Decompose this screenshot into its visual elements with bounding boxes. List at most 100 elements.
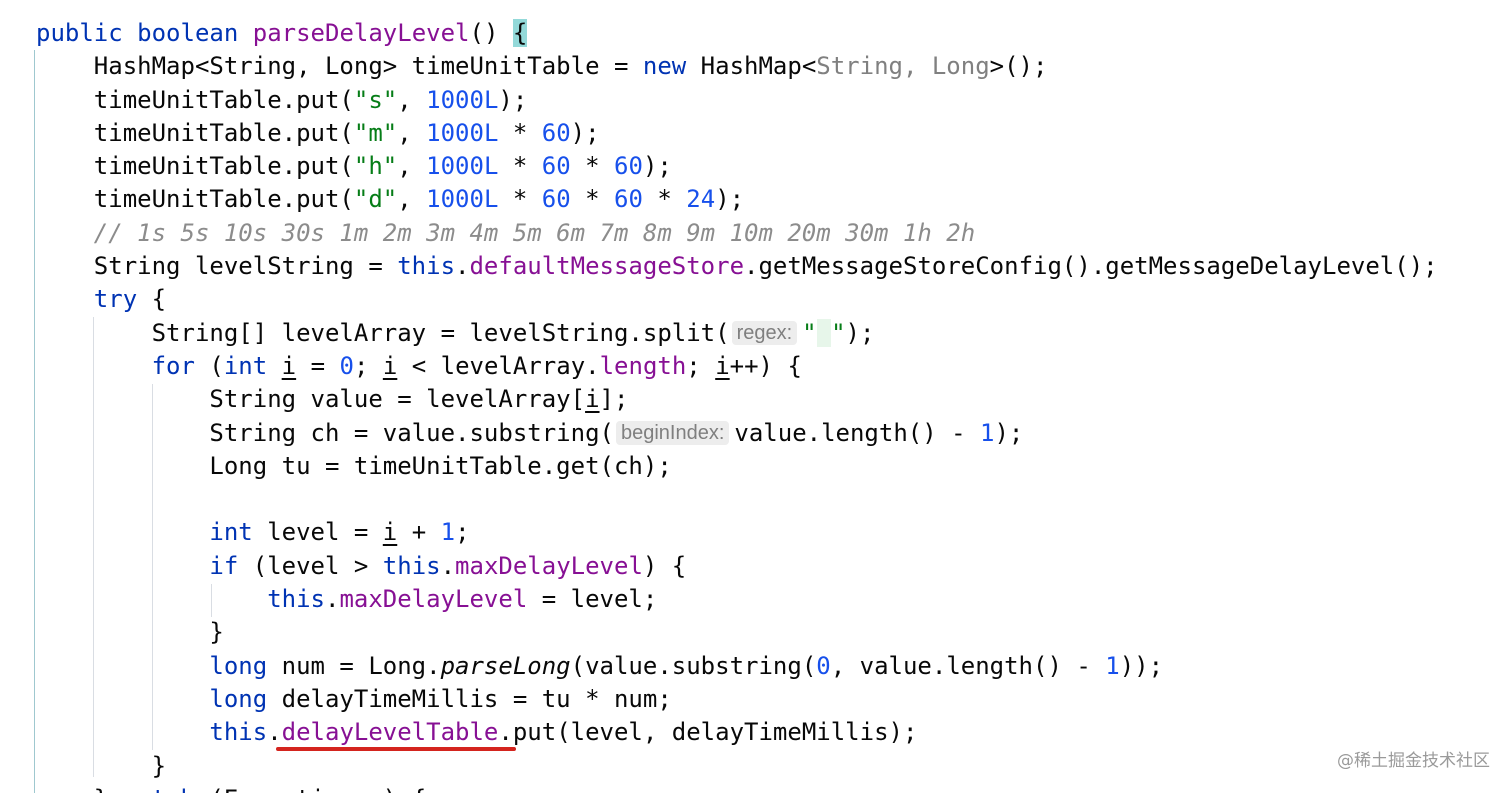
code-line[interactable]: timeUnitTable.put("m", 1000L * 60); <box>36 117 1438 150</box>
code-token: maxDelayLevel <box>339 585 528 614</box>
code-line[interactable]: Long tu = timeUnitTable.get(ch); <box>36 450 1438 483</box>
code-line[interactable]: long delayTimeMillis = tu * num; <box>36 683 1438 716</box>
code-token: this <box>382 551 441 580</box>
code-token: , <box>397 185 427 214</box>
code-token <box>36 585 267 613</box>
code-token: ); <box>994 418 1024 447</box>
code-token: >(); <box>989 52 1048 81</box>
code-token: 0 <box>816 651 831 680</box>
code-token: "m" <box>353 118 398 147</box>
code-line[interactable]: } catch (Exception e) { <box>36 783 1438 793</box>
code-line[interactable]: String value = levelArray[i]; <box>36 383 1438 416</box>
code-token: )); <box>1119 651 1164 680</box>
code-token: . <box>440 551 456 580</box>
code-token: * <box>642 185 687 214</box>
code-token: this <box>209 718 268 747</box>
code-token: this <box>267 585 325 614</box>
code-token: .put(level, delayTimeMillis); <box>498 718 918 747</box>
code-token: (Exception e) { <box>195 785 426 793</box>
code-line[interactable] <box>36 483 1438 516</box>
code-line[interactable]: } <box>36 750 1438 783</box>
code-line[interactable]: int level = i + 1; <box>36 516 1438 549</box>
code-token: (value.substring( <box>570 651 817 680</box>
code-token: for <box>151 351 195 380</box>
code-line[interactable]: } <box>36 616 1438 649</box>
code-token: * <box>570 152 615 181</box>
code-token: num = Long. <box>267 651 441 680</box>
code-line[interactable]: timeUnitTable.put("h", 1000L * 60 * 60); <box>36 150 1438 183</box>
code-token <box>267 352 281 380</box>
code-token: 1000L <box>426 152 499 181</box>
code-line[interactable]: timeUnitTable.put("d", 1000L * 60 * 60 *… <box>36 183 1438 216</box>
code-token: 60 <box>614 152 643 181</box>
red-annotation-underline <box>276 747 516 751</box>
code-token: . <box>455 252 470 281</box>
code-token: String, Long <box>816 52 990 81</box>
code-token: 1 <box>1105 651 1120 680</box>
code-token: " <box>802 318 817 347</box>
code-token: timeUnitTable.put( <box>36 85 354 114</box>
code-token: delayLevelTable <box>281 718 499 747</box>
indent-guide-method <box>34 50 35 793</box>
code-token: ]; <box>599 385 629 414</box>
code-line[interactable]: for (int i = 0; i < levelArray.length; i… <box>36 350 1438 383</box>
code-token: ) { <box>642 551 687 580</box>
code-token: try <box>93 285 138 314</box>
code-token: catch <box>123 785 195 793</box>
code-token: (level > <box>238 551 383 580</box>
code-area[interactable]: public boolean parseDelayLevel() { HashM… <box>36 17 1438 793</box>
code-token: ( <box>194 351 224 380</box>
code-token: "h" <box>353 152 398 181</box>
code-line[interactable]: timeUnitTable.put("s", 1000L); <box>36 84 1438 117</box>
code-token: value.length() - <box>734 418 981 447</box>
code-token: , <box>397 152 427 181</box>
code-line[interactable]: String[] levelArray = levelString.split(… <box>36 317 1438 350</box>
code-token: , value.length() - <box>830 651 1106 680</box>
code-token: Long tu = timeUnitTable.get(ch); <box>36 451 672 480</box>
code-line[interactable]: public boolean parseDelayLevel() { <box>36 17 1438 50</box>
code-token: String ch = value.substring( <box>36 418 614 447</box>
code-token: 0 <box>339 351 354 380</box>
code-token: if <box>209 551 239 580</box>
code-line[interactable]: this.maxDelayLevel = level; <box>36 583 1438 616</box>
code-token: = <box>296 351 340 380</box>
code-token: " <box>831 318 846 347</box>
code-token: 1 <box>980 418 995 447</box>
code-token: length <box>599 351 687 380</box>
code-line[interactable]: if (level > this.maxDelayLevel) { <box>36 550 1438 583</box>
parameter-hint: beginIndex: <box>615 420 730 445</box>
indent-guide-try <box>93 317 94 777</box>
parameter-hint: regex: <box>731 320 798 345</box>
code-line[interactable]: long num = Long.parseLong(value.substrin… <box>36 650 1438 683</box>
code-token: .getMessageStoreConfig().getMessageDelay… <box>744 252 1438 281</box>
code-token: * <box>498 152 542 181</box>
code-token <box>816 318 832 347</box>
code-token <box>36 552 209 580</box>
code-line[interactable]: HashMap<String, Long> timeUnitTable = ne… <box>36 50 1438 83</box>
code-token: i <box>585 385 600 414</box>
code-line[interactable]: String levelString = this.defaultMessage… <box>36 250 1438 283</box>
code-token: 1000L <box>426 185 499 214</box>
code-token: * <box>498 118 542 147</box>
code-token: * <box>498 185 542 214</box>
code-token: timeUnitTable.put( <box>36 185 354 214</box>
code-token: delayTimeMillis = tu * num; <box>267 684 672 713</box>
code-token: timeUnitTable.put( <box>36 118 354 147</box>
code-token: 60 <box>541 152 571 181</box>
code-token: "s" <box>353 85 398 114</box>
code-token: } <box>36 785 123 793</box>
code-token: 1000L <box>426 118 499 147</box>
code-token: 60 <box>614 185 643 214</box>
code-token: { <box>137 285 167 314</box>
code-line[interactable]: try { <box>36 283 1438 316</box>
code-token <box>36 652 209 680</box>
code-line[interactable]: // 1s 5s 10s 30s 1m 2m 3m 4m 5m 6m 7m 8m… <box>36 217 1438 250</box>
code-token: 1 <box>440 518 456 547</box>
code-token: long <box>209 651 268 680</box>
code-token: String[] levelArray = levelString.split( <box>36 318 730 347</box>
code-line[interactable]: String ch = value.substring(beginIndex:v… <box>36 417 1438 450</box>
code-token: HashMap<String, Long> timeUnitTable = <box>36 52 643 81</box>
code-token: } <box>36 618 224 647</box>
code-line[interactable]: this.delayLevelTable.put(level, delayTim… <box>36 716 1438 749</box>
